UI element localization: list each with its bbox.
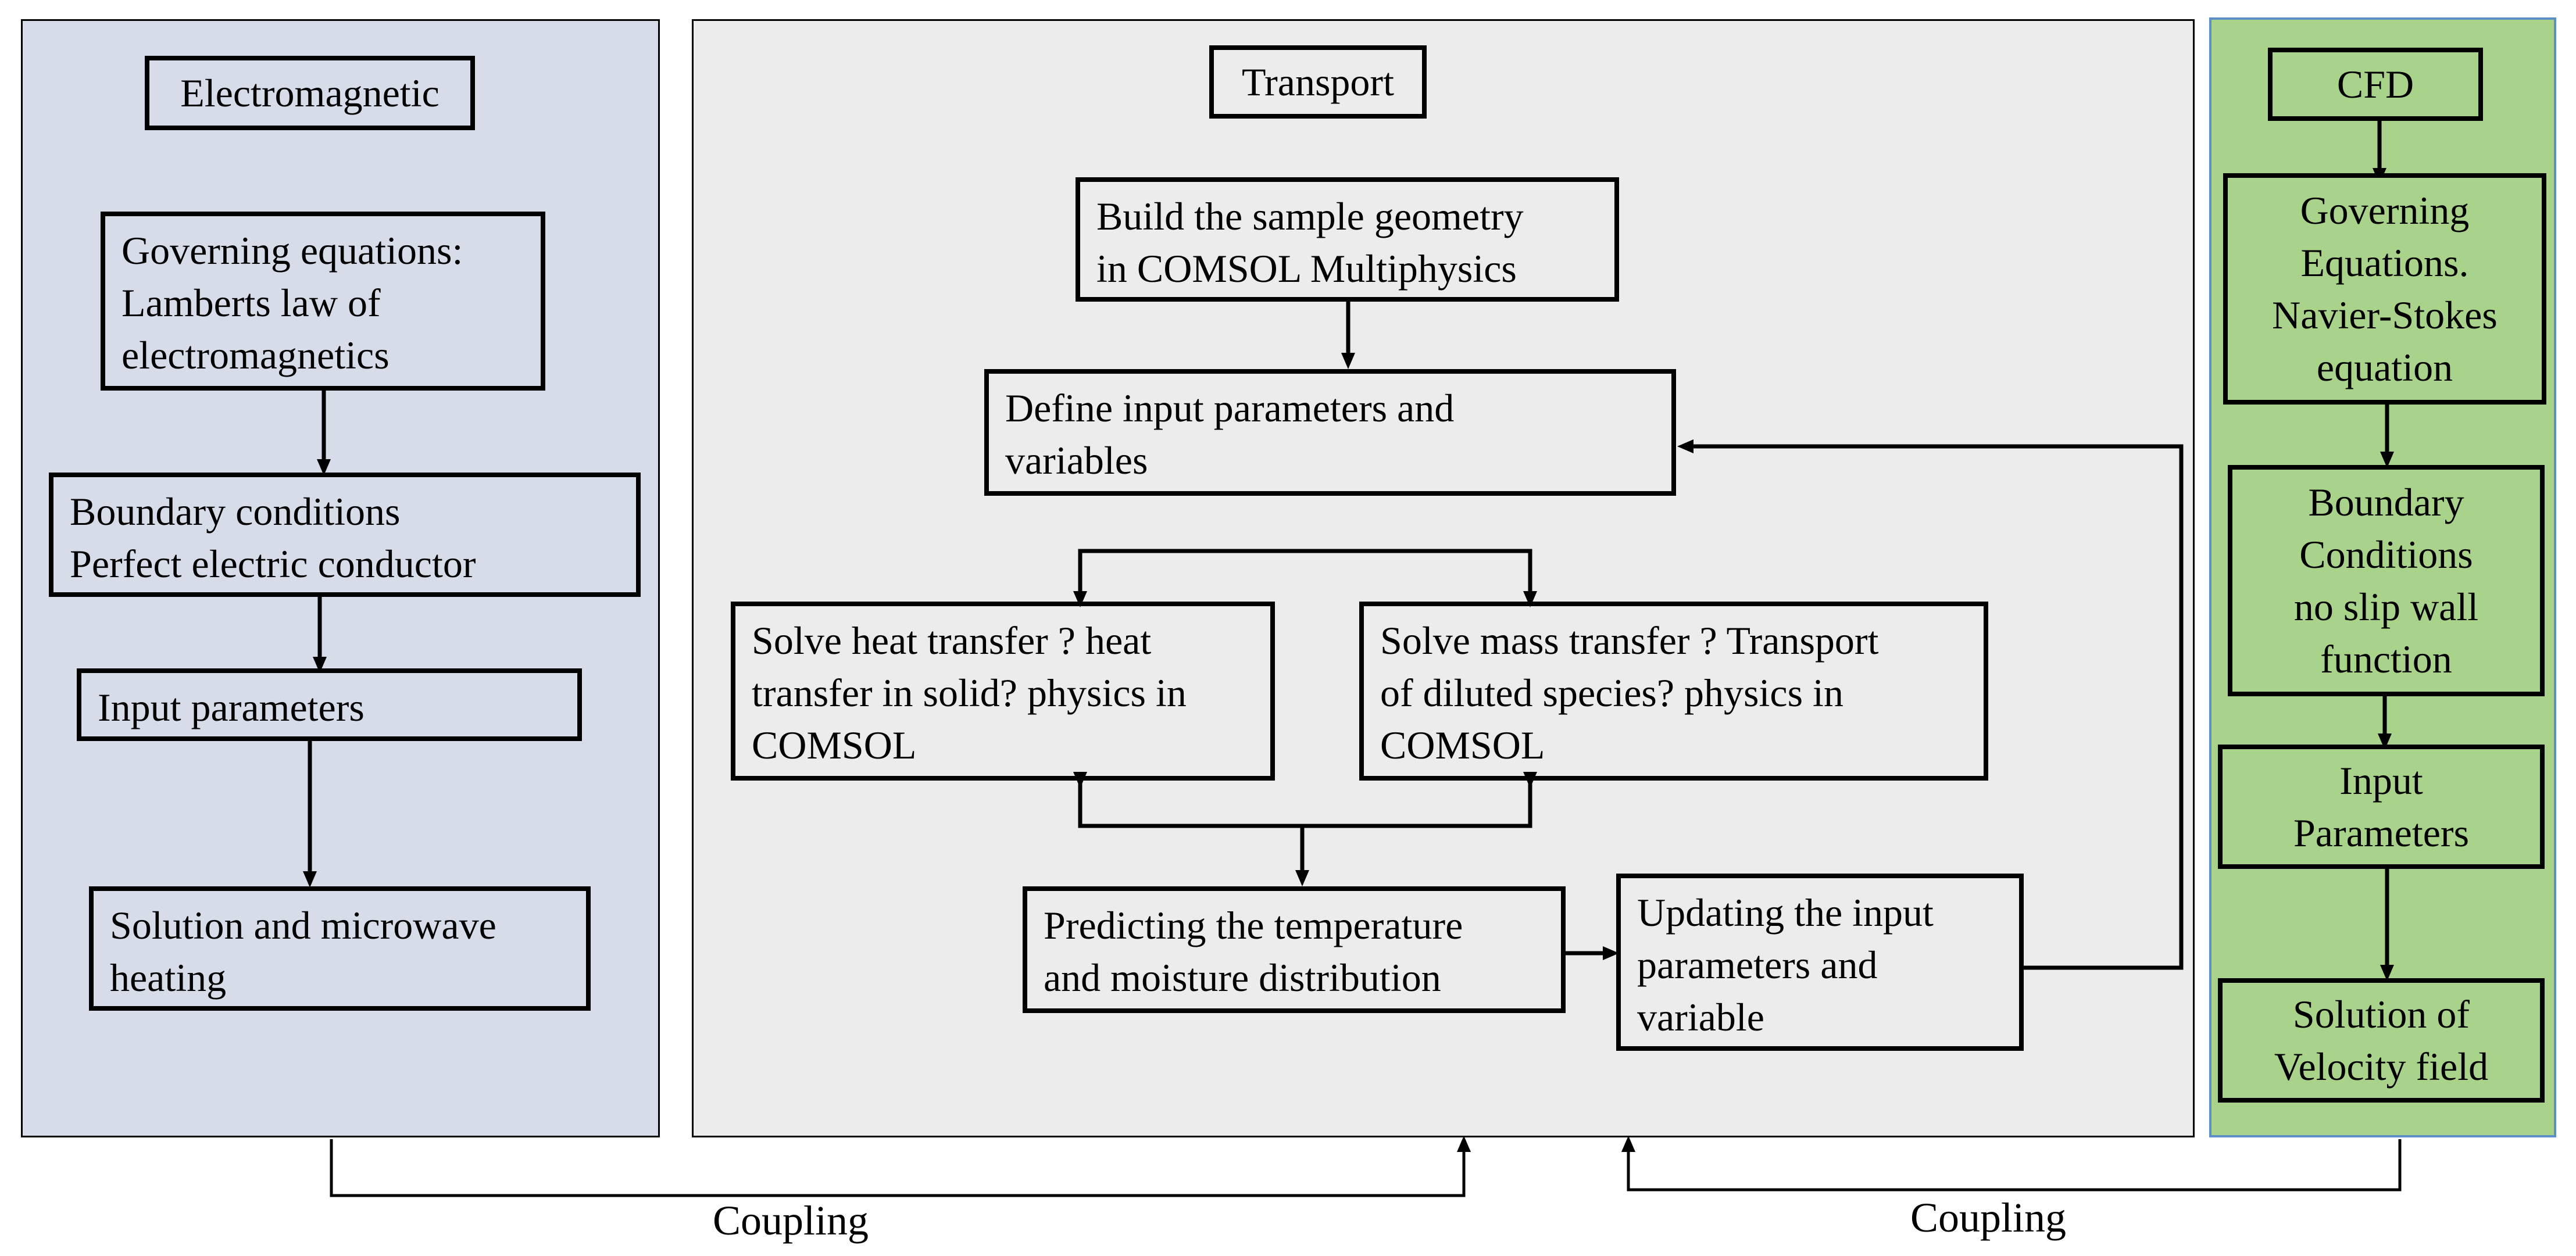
em-governing-equations-box: Governing equations: Lamberts law of ele… <box>101 212 545 391</box>
cfd-input-parameters-box: Input Parameters <box>2218 745 2545 869</box>
em-solution-box: Solution and microwave heating <box>89 886 591 1011</box>
em-input-parameters-box: Input parameters <box>77 668 582 741</box>
electromagnetic-title: Electromagnetic <box>145 56 475 130</box>
coupling-line-left <box>330 1139 1466 1197</box>
coupling-label-right: Coupling <box>1910 1194 2067 1241</box>
cfd-governing-equations-box: Governing Equations. Navier-Stokes equat… <box>2223 173 2546 405</box>
transport-merge <box>1078 782 1532 828</box>
cfd-title: CFD <box>2268 48 2483 121</box>
feedback-loop <box>1689 444 2184 970</box>
predicting-distribution-box: Predicting the temperature and moisture … <box>1023 886 1566 1013</box>
transport-title: Transport <box>1209 45 1427 119</box>
electromagnetic-panel <box>21 19 660 1137</box>
cfd-boundary-conditions-box: Boundary Conditions no slip wall functio… <box>2228 465 2545 696</box>
transport-panel <box>692 19 2195 1137</box>
build-geometry-box: Build the sample geometry in COMSOL Mult… <box>1076 177 1619 302</box>
transport-split <box>1078 549 1532 602</box>
cfd-solution-box: Solution of Velocity field <box>2218 978 2545 1103</box>
define-parameters-box: Define input parameters and variables <box>984 369 1676 496</box>
arrowheads <box>303 168 2394 1152</box>
coupling-label-left: Coupling <box>712 1197 869 1244</box>
coupling-line-right <box>1627 1139 2402 1191</box>
mass-transfer-box: Solve mass transfer ? Transport of dilut… <box>1359 602 1988 781</box>
heat-transfer-box: Solve heat transfer ? heat transfer in s… <box>731 602 1275 781</box>
em-boundary-conditions-box: Boundary conditions Perfect electric con… <box>49 473 641 597</box>
updating-parameters-box: Updating the input parameters and variab… <box>1616 874 2024 1051</box>
